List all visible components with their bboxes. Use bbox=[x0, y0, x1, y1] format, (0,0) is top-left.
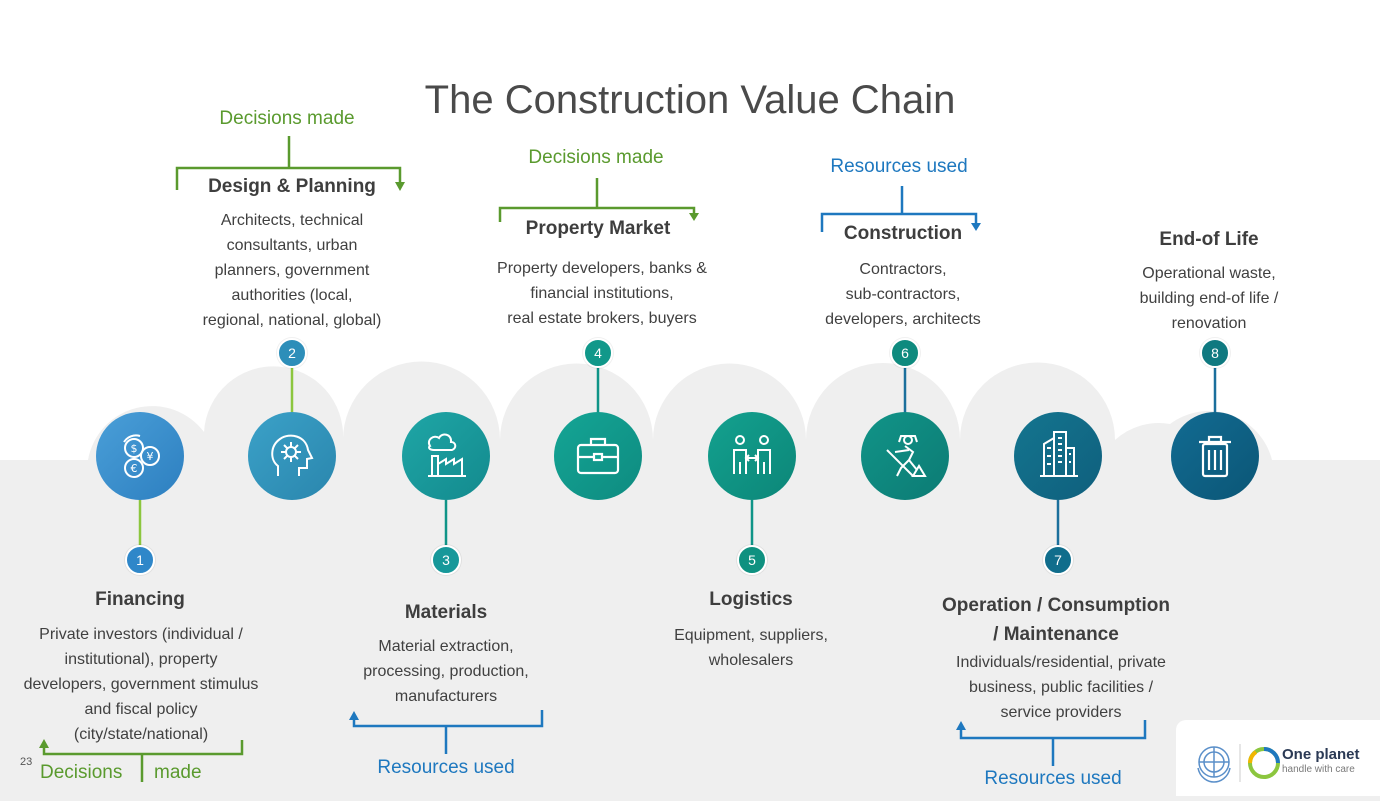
desc-line: Operational waste, bbox=[1142, 265, 1276, 282]
stage-desc-logistics: Equipment, suppliers, wholesalers bbox=[641, 623, 861, 673]
svg-text:€: € bbox=[131, 462, 138, 475]
stage-title-construction: Construction bbox=[843, 223, 963, 244]
briefcase-icon bbox=[554, 412, 642, 500]
desc-line: business, public facilities / bbox=[968, 679, 1154, 696]
decisions-label-financing: Decisions bbox=[40, 762, 123, 783]
resources-used-label-operation: Resources used bbox=[984, 768, 1122, 789]
decisions-made-label-property: Decisions made bbox=[528, 147, 664, 168]
desc-line: Private investors (individual / bbox=[39, 626, 243, 643]
stage-desc-design-planning: Architects, technical consultants, urban… bbox=[162, 208, 422, 333]
desc-line: Individuals/residential, private bbox=[956, 654, 1166, 671]
desc-line: building end-of life / bbox=[1139, 290, 1279, 307]
stage-title-end-of-life: End-of Life bbox=[1159, 229, 1259, 250]
resources-used-label-materials: Resources used bbox=[377, 757, 515, 778]
decisions-made-label-design: Decisions made bbox=[219, 108, 355, 129]
stage-title-property-market: Property Market bbox=[525, 218, 671, 239]
stage-desc-property-market: Property developers, banks & financial i… bbox=[462, 256, 742, 331]
made-label-financing: made bbox=[154, 762, 202, 783]
desc-line: planners, government bbox=[214, 262, 370, 279]
svg-text:¥: ¥ bbox=[147, 450, 154, 463]
desc-line: Material extraction, bbox=[378, 638, 514, 655]
creative-mind-icon bbox=[248, 412, 336, 500]
stage-title-materials: Materials bbox=[404, 602, 488, 623]
currency-exchange-icon: $ ¥ € bbox=[96, 412, 184, 500]
stage-number-2: 2 bbox=[277, 338, 307, 368]
stage-desc-construction: Contractors, sub-contractors, developers… bbox=[793, 257, 1013, 332]
desc-line: institutional), property bbox=[64, 651, 218, 668]
stage-number-4: 4 bbox=[583, 338, 613, 368]
exchange-people-icon bbox=[708, 412, 796, 500]
un-emblem-icon bbox=[1197, 744, 1241, 783]
stage-title-financing: Financing bbox=[95, 589, 185, 610]
stage-title-logistics: Logistics bbox=[709, 589, 793, 610]
svg-text:$: $ bbox=[131, 442, 138, 455]
resources-used-label-construction: Resources used bbox=[830, 156, 968, 177]
desc-line: service providers bbox=[1000, 704, 1122, 721]
title-line: Operation / Consumption bbox=[942, 595, 1170, 616]
desc-line: Architects, technical bbox=[220, 212, 364, 229]
buildings-icon bbox=[1014, 412, 1102, 500]
desc-line: financial institutions, bbox=[530, 285, 674, 302]
stage-desc-end-of-life: Operational waste, building end-of life … bbox=[1099, 261, 1319, 336]
desc-line: processing, production, bbox=[363, 663, 529, 680]
desc-line: Contractors, bbox=[859, 261, 947, 278]
stage-number-6: 6 bbox=[890, 338, 920, 368]
stage-desc-financing: Private investors (individual / institut… bbox=[0, 622, 282, 747]
stage-number-3: 3 bbox=[431, 545, 461, 575]
page-title: The Construction Value Chain bbox=[424, 78, 956, 122]
desc-line: wholesalers bbox=[708, 652, 794, 669]
stage-desc-operation: Individuals/residential, private busines… bbox=[926, 650, 1196, 725]
desc-line: Property developers, banks & bbox=[497, 260, 707, 277]
desc-line: regional, national, global) bbox=[202, 312, 382, 329]
stage-desc-materials: Material extraction, processing, product… bbox=[326, 634, 566, 709]
desc-line: manufacturers bbox=[394, 688, 498, 705]
desc-line: and fiscal policy bbox=[84, 701, 198, 718]
one-planet-icon bbox=[1248, 747, 1280, 779]
stage-number-7: 7 bbox=[1043, 545, 1073, 575]
stage-title-operation: Operation / Consumption / Maintenance bbox=[916, 591, 1196, 649]
desc-line: renovation bbox=[1171, 315, 1247, 332]
construction-worker-icon bbox=[861, 412, 949, 500]
desc-line: developers, architects bbox=[825, 311, 981, 328]
desc-line: authorities (local, bbox=[231, 287, 353, 304]
desc-line: real estate brokers, buyers bbox=[507, 310, 697, 327]
factory-icon bbox=[402, 412, 490, 500]
trash-bin-icon bbox=[1171, 412, 1259, 500]
stage-number-5: 5 bbox=[737, 545, 767, 575]
desc-line: consultants, urban bbox=[226, 237, 358, 254]
desc-line: Equipment, suppliers, bbox=[674, 627, 828, 644]
stage-title-design-planning: Design & Planning bbox=[208, 176, 376, 197]
title-line: / Maintenance bbox=[993, 624, 1119, 645]
slide-number: 23 bbox=[20, 756, 33, 768]
stage-number-8: 8 bbox=[1200, 338, 1230, 368]
desc-line: (city/state/national) bbox=[73, 726, 209, 743]
stage-number-1: 1 bbox=[125, 545, 155, 575]
one-planet-title: One planet bbox=[1282, 746, 1360, 763]
desc-line: developers, government stimulus bbox=[23, 676, 259, 693]
desc-line: sub-contractors, bbox=[845, 286, 961, 303]
one-planet-tagline: handle with care bbox=[1282, 764, 1355, 775]
